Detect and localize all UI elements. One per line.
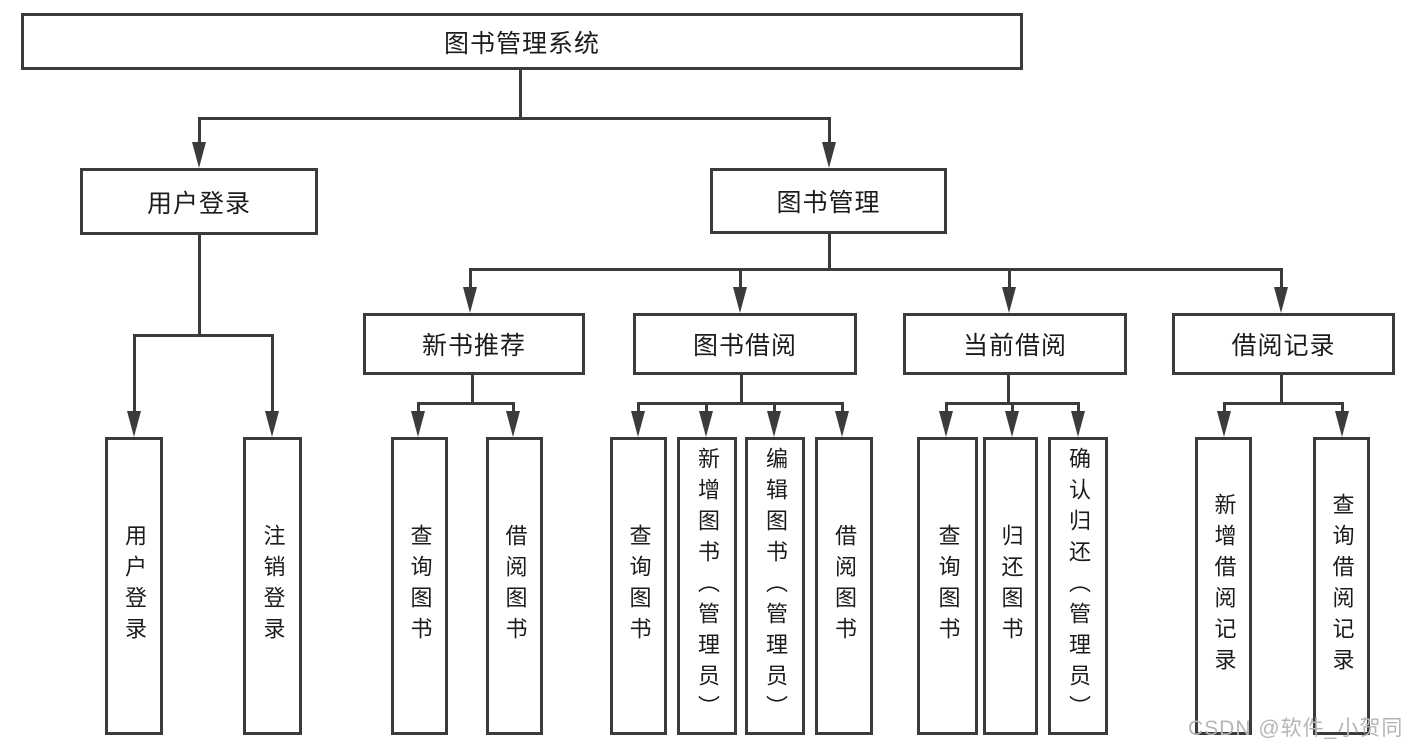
connector-records-rail (1223, 402, 1344, 405)
leaf-rec-borrow-book-label: 借阅图书 (502, 524, 528, 648)
node-user-login-label: 用户登录 (146, 189, 251, 218)
arrow-down-icon (699, 411, 713, 437)
leaf-rec-query-book: 查询图书 (391, 437, 448, 735)
leaf-bb-add-book-admin-label: 新增图书（管理员） (695, 446, 720, 726)
leaf-bb-add-book-admin: 新增图书（管理员） (677, 437, 737, 735)
arrow-down-icon (265, 411, 279, 437)
connector-recommend-rail (417, 402, 515, 405)
arrow-down-icon (733, 287, 747, 313)
connector-root-rail (198, 117, 831, 120)
connector-book-management-stem (828, 234, 831, 271)
leaf-br-add-record: 新增借阅记录 (1195, 437, 1252, 735)
node-current-borrow-label: 当前借阅 (962, 332, 1067, 360)
arrow-down-icon (835, 411, 849, 437)
connector-current-stem (1007, 374, 1010, 405)
node-new-book-recommend-label: 新书推荐 (421, 332, 526, 360)
connector-recommend-stem (471, 374, 474, 405)
connector-drop-rec-query (417, 402, 420, 413)
connector-root-stem (519, 69, 522, 119)
arrow-down-icon (631, 411, 645, 437)
leaf-user-login-label: 用户登录 (122, 524, 147, 648)
leaf-bb-edit-book-admin: 编辑图书（管理员） (745, 437, 805, 735)
connector-drop-cb-return (1011, 402, 1014, 413)
node-root-label: 图书管理系统 (443, 29, 600, 58)
connector-drop-cb-query (945, 402, 948, 413)
connector-user-login-stem (198, 235, 201, 336)
leaf-cb-return-book-label: 归还图书 (998, 524, 1024, 648)
connector-drop-cb-confirm (1077, 402, 1080, 413)
arrow-down-icon (939, 411, 953, 437)
node-book-management: 图书管理 (710, 168, 947, 234)
arrow-down-icon (192, 142, 206, 168)
arrow-down-icon (1005, 411, 1019, 437)
leaf-cb-query-book: 查询图书 (917, 437, 978, 735)
connector-drop-borrow-records (1280, 268, 1283, 289)
leaf-logout-label: 注销登录 (260, 524, 286, 648)
node-book-management-label: 图书管理 (776, 189, 881, 217)
leaf-bb-query-book: 查询图书 (610, 437, 667, 735)
leaf-br-query-record-label: 查询借阅记录 (1329, 493, 1355, 679)
node-current-borrow: 当前借阅 (903, 313, 1127, 375)
node-root: 图书管理系统 (21, 13, 1023, 70)
arrow-down-icon (1274, 287, 1288, 313)
connector-drop-bb-edit (773, 402, 776, 413)
connector-drop-bb-query (637, 402, 640, 413)
leaf-rec-query-book-label: 查询图书 (407, 524, 433, 648)
connector-drop-bb-add (705, 402, 708, 413)
leaf-rec-borrow-book: 借阅图书 (486, 437, 543, 735)
connector-drop-rec-borrow (512, 402, 515, 413)
leaf-bb-borrow-book: 借阅图书 (815, 437, 873, 735)
connector-drop-user-login (198, 117, 201, 144)
arrow-down-icon (767, 411, 781, 437)
csdn-watermark: CSDN @软件_小贺同学 (1188, 717, 1405, 740)
connector-records-stem (1280, 374, 1283, 405)
node-borrow-records: 借阅记录 (1172, 313, 1395, 375)
connector-drop-book-borrow (739, 268, 742, 289)
leaf-logout: 注销登录 (243, 437, 302, 735)
arrow-down-icon (1071, 411, 1085, 437)
connector-drop-login (133, 334, 136, 413)
connector-book-management-rail (469, 268, 1283, 271)
arrow-down-icon (506, 411, 520, 437)
leaf-cb-return-book: 归还图书 (983, 437, 1038, 735)
connector-user-login-rail (133, 334, 274, 337)
arrow-down-icon (1217, 411, 1231, 437)
connector-drop-new-book-recommend (469, 268, 472, 289)
leaf-user-login: 用户登录 (105, 437, 163, 735)
arrow-down-icon (411, 411, 425, 437)
leaf-br-add-record-label: 新增借阅记录 (1211, 493, 1237, 679)
arrow-down-icon (822, 142, 836, 168)
connector-borrow-rail (637, 402, 844, 405)
leaf-br-query-record: 查询借阅记录 (1313, 437, 1370, 735)
connector-drop-logout (271, 334, 274, 413)
connector-drop-br-add (1223, 402, 1226, 413)
connector-drop-bb-borrow (841, 402, 844, 413)
arrow-down-icon (463, 287, 477, 313)
connector-borrow-stem (740, 374, 743, 405)
arrow-down-icon (1335, 411, 1349, 437)
node-new-book-recommend: 新书推荐 (363, 313, 585, 375)
arrow-down-icon (1002, 287, 1016, 313)
leaf-bb-borrow-book-label: 借阅图书 (832, 524, 857, 648)
connector-drop-br-query (1341, 402, 1344, 413)
leaf-cb-confirm-return-admin-label: 确认归还（管理员） (1066, 446, 1091, 726)
leaf-bb-edit-book-admin-label: 编辑图书（管理员） (763, 446, 788, 726)
node-borrow-records-label: 借阅记录 (1231, 332, 1336, 360)
leaf-cb-query-book-label: 查询图书 (935, 524, 961, 648)
node-book-borrow-label: 图书借阅 (692, 332, 797, 360)
arrow-down-icon (127, 411, 141, 437)
leaf-cb-confirm-return-admin: 确认归还（管理员） (1048, 437, 1108, 735)
connector-drop-book-management (828, 117, 831, 144)
connector-drop-current-borrow (1008, 268, 1011, 289)
node-user-login: 用户登录 (80, 168, 318, 235)
leaf-bb-query-book-label: 查询图书 (626, 524, 652, 648)
node-book-borrow: 图书借阅 (633, 313, 857, 375)
